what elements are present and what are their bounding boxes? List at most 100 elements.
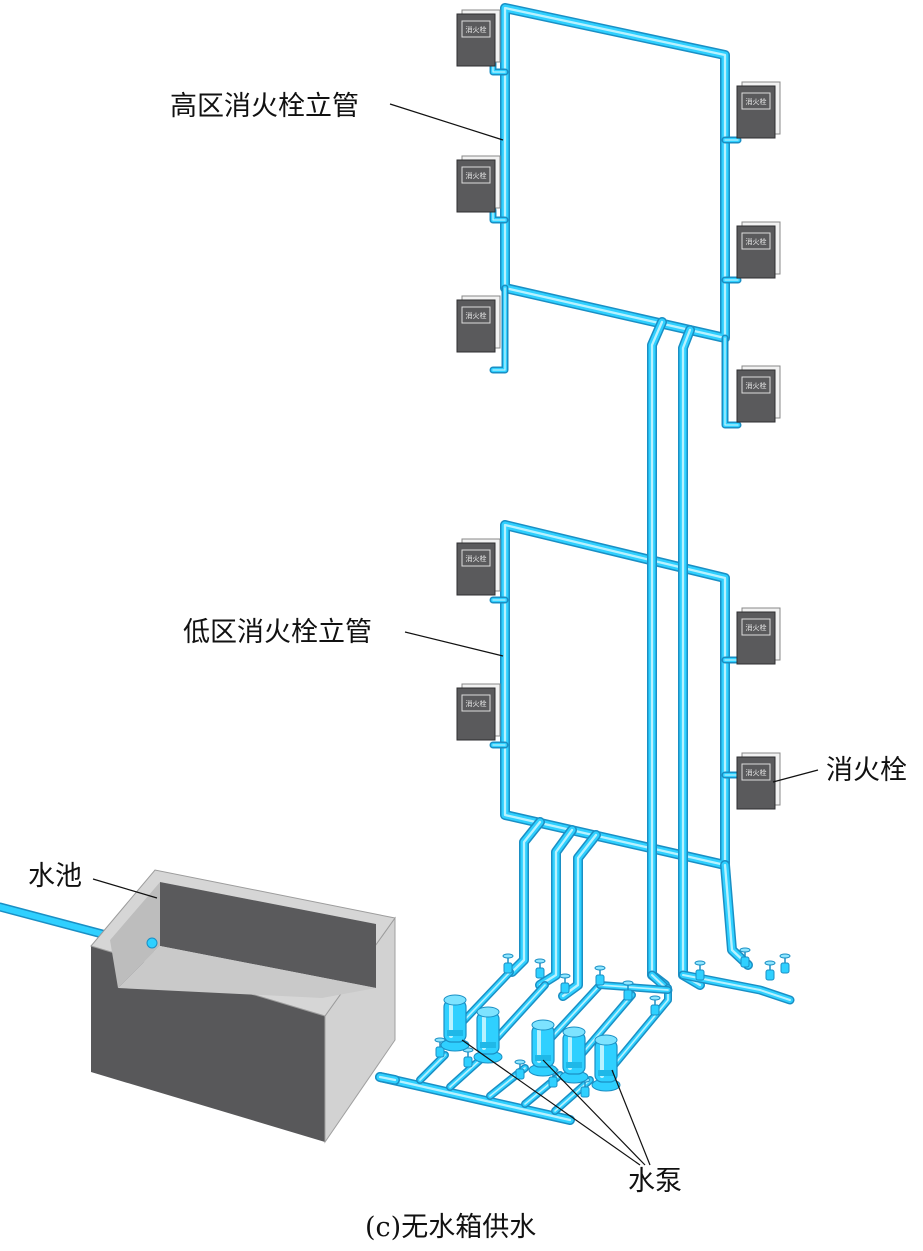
valve-icon (462, 1047, 474, 1068)
hydrant-box: 消火栓 (736, 607, 781, 665)
leader-high-zone-riser (389, 103, 504, 141)
valve-icon (434, 1037, 446, 1058)
pipe-outline (500, 3, 730, 343)
pipe-body (559, 831, 600, 1000)
pipe-highlight (538, 828, 574, 987)
leader-pump-2 (542, 1059, 646, 1166)
label-pump: 水泵 (628, 1166, 682, 1197)
hydrant-box: 消火栓 (456, 155, 501, 213)
pipe-segment (535, 825, 577, 990)
leader-pump-1 (461, 1039, 641, 1166)
figure-caption: (c)无水箱供水 (365, 1212, 536, 1243)
pipe-highlight (378, 1075, 397, 1082)
pipe-segment (500, 520, 730, 870)
pipe-segment (489, 206, 509, 224)
pipe-segment (551, 1076, 594, 1115)
pipe-segment (558, 830, 601, 1001)
pipe-segment (491, 981, 549, 1044)
pump-icon (559, 1026, 589, 1084)
pump-group (440, 994, 621, 1092)
hydrant-box-label: 消火栓 (746, 97, 767, 106)
pipe-highlight (492, 287, 506, 371)
pipe-highlight (510, 820, 542, 974)
pump-icon (591, 1034, 621, 1092)
pipe-segment (507, 817, 545, 977)
pump-icon (473, 1006, 503, 1064)
pool-inner-left-wall (110, 882, 160, 988)
pipe-highlight (554, 1079, 591, 1112)
hydrant-box: 消火栓 (456, 295, 501, 353)
leader-hydrant (772, 769, 819, 783)
pipe-segment (606, 984, 672, 1074)
valve-icon (534, 958, 546, 979)
pipe-segment (596, 981, 672, 994)
hydrant-box-label: 消火栓 (466, 311, 487, 320)
pipe-segment (416, 1051, 449, 1084)
label-high-zone-riser: 高区消火栓立管 (170, 91, 359, 122)
pool-inner-back-wall (160, 882, 376, 988)
hydrant-box-label: 消火栓 (466, 171, 487, 180)
pipe-segment (678, 970, 795, 1005)
valve-icon (622, 980, 634, 1001)
pipe-highlight (378, 1075, 572, 1122)
pool-inner-floor (118, 946, 376, 998)
valve-icon (514, 1059, 526, 1080)
valve-icon (594, 965, 606, 986)
pipe-segment (500, 3, 730, 343)
pipe-segment (375, 1072, 575, 1125)
pump-icon (528, 1019, 558, 1077)
pipe-segment (375, 1072, 400, 1085)
pipe-outline (500, 520, 730, 870)
valve-icon (764, 960, 776, 981)
valve-icon (779, 953, 791, 974)
pool-front-face (91, 946, 325, 1142)
pump-icon (440, 994, 470, 1052)
leader-pump-3 (611, 1069, 651, 1166)
valve-icon (559, 973, 571, 994)
hydrant-box: 消火栓 (456, 9, 501, 67)
hydrant-box-label: 消火栓 (466, 699, 487, 708)
pipe-segment (647, 317, 670, 990)
pool-inlet-outlet (146, 937, 158, 949)
pipe-body (501, 4, 729, 342)
pipe-highlight (492, 209, 506, 221)
pipe-body (723, 336, 740, 427)
pipe-segment (446, 1056, 484, 1091)
pipe-highlight (449, 1059, 481, 1088)
pipe-highlight (494, 984, 546, 1041)
hydrant-box-label: 消火栓 (746, 768, 767, 777)
hydrant-box: 消火栓 (456, 683, 501, 741)
pipe-segment (678, 325, 705, 990)
hydrant-box-label: 消火栓 (466, 554, 487, 563)
pipe-segment (721, 334, 742, 429)
hydrant-box-label: 消火栓 (466, 25, 487, 34)
valve-icon (502, 953, 514, 974)
label-low-zone-riser: 低区消火栓立管 (183, 617, 372, 648)
label-pool: 水池 (28, 861, 82, 892)
pipe-segment (489, 284, 509, 374)
pipe-highlight (682, 974, 791, 1001)
leader-pool (92, 878, 158, 899)
valve-icon (649, 995, 661, 1016)
pipe-highlight (503, 523, 727, 867)
pipe-body (648, 318, 669, 989)
pipe-highlight (561, 833, 598, 998)
pipe-body (501, 521, 729, 869)
water-pool (0, 869, 396, 1144)
pipe-body (508, 818, 544, 976)
pipe-network (375, 3, 795, 1125)
pipe-highlight (724, 337, 739, 426)
hydrant-box-label: 消火栓 (746, 381, 767, 390)
hydrant-box: 消火栓 (736, 81, 781, 139)
pipe-highlight (419, 1054, 446, 1081)
hydrant-box-label: 消火栓 (746, 237, 767, 246)
pipe-body (679, 326, 704, 989)
leader-low-zone-riser (404, 631, 504, 657)
hydrant-box: 消火栓 (456, 538, 501, 596)
valve-icon (739, 947, 751, 968)
leader-lines (92, 103, 819, 1166)
valve-icon (694, 960, 706, 981)
pipe-highlight (503, 6, 727, 340)
